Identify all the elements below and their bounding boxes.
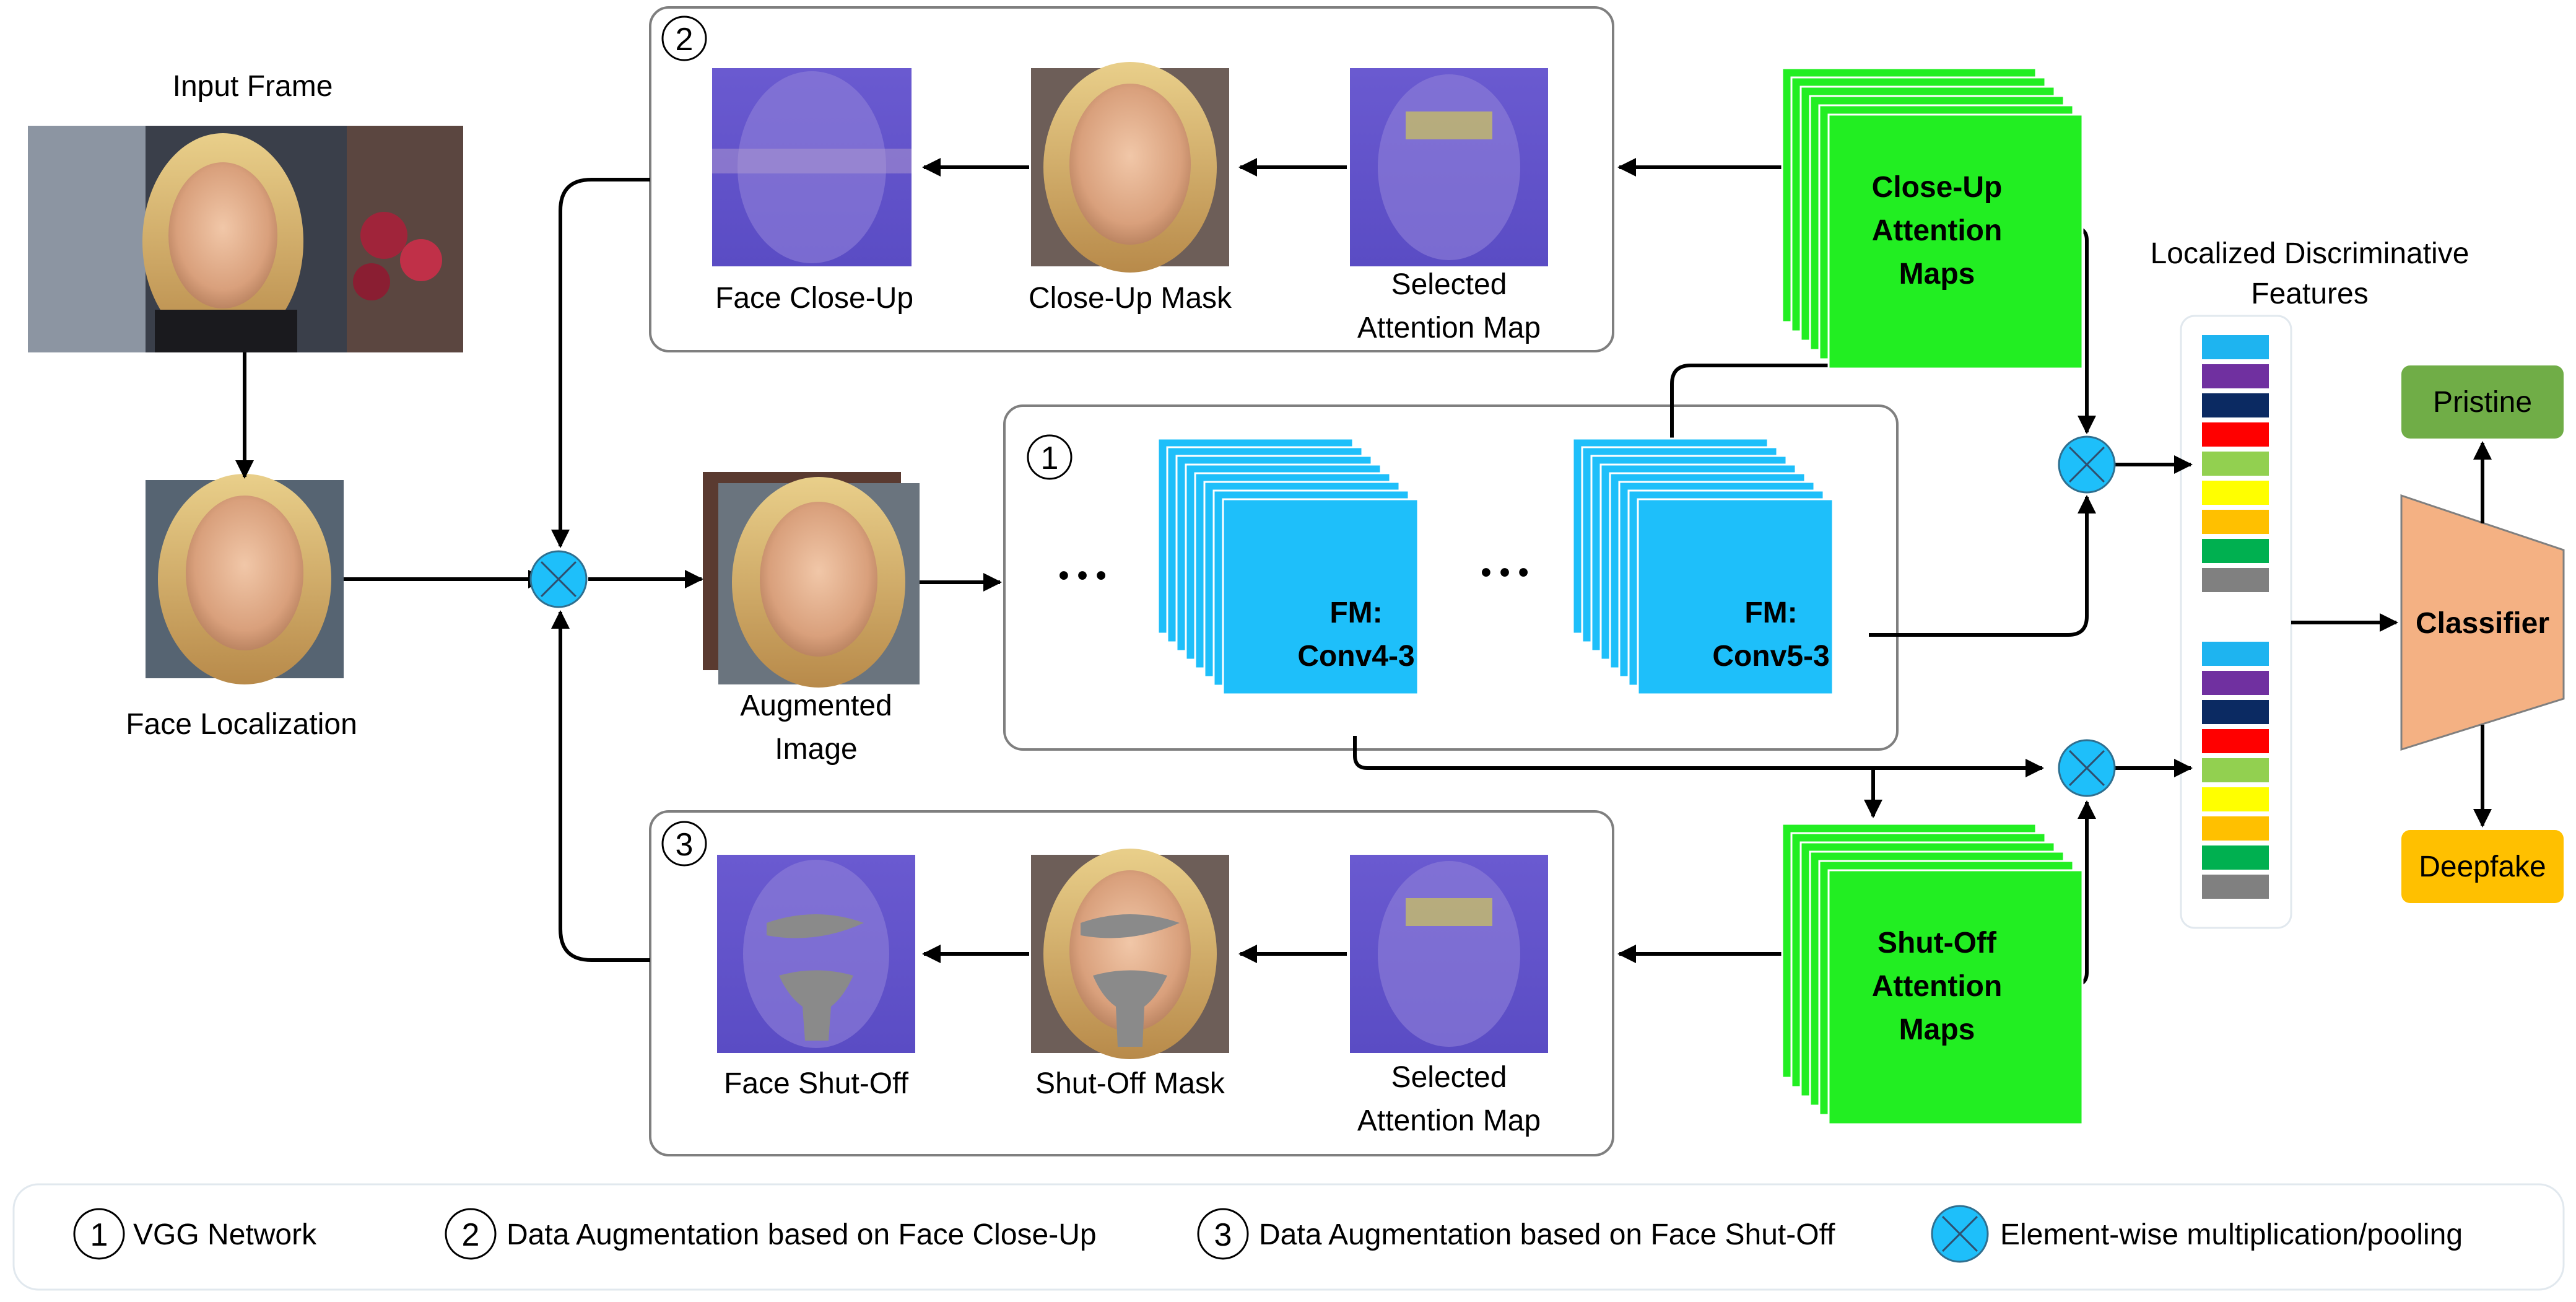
localized-features-label-2: Features: [2251, 277, 2368, 310]
feature-vector-cell: [2201, 786, 2270, 813]
closeup-attention-label-3: Maps: [1899, 258, 1975, 291]
feature-map-stack-conv4-3: [1157, 437, 1419, 696]
fm-conv5-label-2: Conv5-3: [1712, 640, 1829, 673]
input-frame-label: Input Frame: [173, 70, 333, 103]
legend-number-2: 2: [462, 1217, 480, 1253]
feature-vector-cell: [2201, 640, 2270, 667]
step-1-badge: [1027, 434, 1073, 480]
conv5-feature-map-layer: [1637, 498, 1834, 696]
shutoff-attention-label-2: Attention: [1872, 970, 2003, 1003]
augmented-image-label-2: Image: [775, 733, 857, 766]
face-localization-image: [146, 474, 344, 684]
selected-attention-map-top-image: [1350, 68, 1548, 266]
multiplication-nodes: [529, 435, 2116, 797]
feature-vector-cell: [2201, 509, 2270, 535]
deepfake-label: Deepfake: [2419, 850, 2546, 883]
closeup-attention-label-1: Close-Up: [1872, 171, 2003, 204]
legend-vgg-network: VGG Network: [133, 1218, 317, 1251]
step-3-number: 3: [676, 827, 694, 863]
feature-map-stack-conv5-3: [1572, 437, 1834, 696]
conv4-feature-map-layer: [1222, 498, 1419, 696]
legend-multiplication-icon: [1931, 1205, 1989, 1263]
face-closeup-label: Face Close-Up: [715, 282, 913, 315]
localized-features-label-1: Localized Discriminative: [2151, 237, 2469, 270]
fm-conv4-label-1: FM:: [1329, 596, 1382, 629]
legend-badge-1: [73, 1208, 125, 1260]
feature-vector-cell: [2201, 670, 2270, 696]
feature-vector-cell: [2201, 844, 2270, 871]
feature-vector-cell: [2201, 334, 2270, 360]
multiply-node-augmentation-cross: [541, 561, 577, 597]
feature-vector-cell: [2201, 757, 2270, 784]
feature-vector-shutoff: [2201, 640, 2270, 900]
multiply-node-shutoff-cross: [2069, 750, 2105, 786]
closeup-attention-label-2: Attention: [1872, 214, 2003, 247]
fm-conv5-label-1: FM:: [1744, 596, 1797, 629]
feature-vector-closeup: [2201, 334, 2270, 593]
augmented-image: [703, 472, 920, 688]
legend-closeup-augmentation: Data Augmentation based on Face Close-Up: [507, 1218, 1097, 1251]
step-2-badge: [661, 15, 707, 61]
feature-vector-cell: [2201, 699, 2270, 725]
legend-badge-3: [1197, 1208, 1249, 1260]
feature-vector-cell: [2201, 450, 2270, 477]
face-closeup-image: [712, 68, 912, 266]
pristine-output-box: [2401, 365, 2564, 439]
feature-vector-cell: [2201, 815, 2270, 842]
legend-multiply-node-cross: [1942, 1216, 1978, 1252]
input-frame-image: [28, 126, 463, 352]
legend-shutoff-augmentation: Data Augmentation based on Face Shut-Off: [1259, 1218, 1835, 1251]
shutoff-mask-image: [1031, 849, 1229, 1059]
shutoff-attention-map-layer: [1827, 869, 2084, 1125]
connector-arrows: [235, 158, 2492, 987]
layers-ellipsis-left: • • •: [1058, 559, 1106, 592]
classifier-shape: [2400, 494, 2565, 751]
shutoff-attention-label-1: Shut-Off: [1878, 927, 1997, 959]
legend-box: [12, 1183, 2565, 1291]
face-localization-label: Face Localization: [126, 708, 357, 741]
classifier-label: Classifier: [2416, 607, 2549, 640]
face-shutoff-label: Face Shut-Off: [724, 1067, 909, 1100]
step-2-number: 2: [676, 22, 694, 58]
shutoff-attention-maps-stack: [1781, 823, 2084, 1125]
pristine-label: Pristine: [2433, 386, 2532, 419]
feature-vector-cell: [2201, 421, 2270, 448]
legend-number-3: 3: [1214, 1217, 1232, 1253]
feature-vector-cell: [2201, 567, 2270, 593]
legend-badge-2: [445, 1208, 497, 1260]
feature-vector-cell: [2201, 363, 2270, 390]
closeup-attention-maps-stack: [1781, 67, 2084, 370]
shutoff-mask-label: Shut-Off Mask: [1035, 1067, 1225, 1100]
step-1-number: 1: [1041, 440, 1059, 476]
shutoff-attention-label-3: Maps: [1899, 1013, 1975, 1046]
feature-vector-cell: [2201, 479, 2270, 506]
legend-number-1: 1: [90, 1217, 108, 1253]
augmented-image-label-1: Augmented: [740, 689, 892, 722]
feature-vector-cell: [2201, 392, 2270, 419]
selected-attention-map-bottom-image: [1350, 855, 1548, 1053]
feature-vector-cell: [2201, 728, 2270, 754]
closeup-mask-image: [1031, 62, 1229, 273]
selected-attention-map-top-label-1: Selected: [1391, 268, 1507, 301]
selected-attention-map-bottom-label-1: Selected: [1391, 1061, 1507, 1094]
multiply-node-closeup-cross: [2069, 447, 2105, 483]
deepfake-output-box: [2401, 830, 2564, 903]
fm-conv4-label-2: Conv4-3: [1297, 640, 1414, 673]
closeup-attention-map-layer: [1827, 113, 2084, 370]
step-3-badge: [661, 821, 707, 867]
feature-vector-cell: [2201, 873, 2270, 900]
selected-attention-map-bottom-label-2: Attention Map: [1357, 1104, 1541, 1137]
legend-multiplication: Element-wise multiplication/pooling: [2000, 1218, 2463, 1251]
layers-ellipsis-right: • • •: [1481, 556, 1528, 589]
face-shutoff-image: [717, 855, 915, 1053]
feature-vector-cell: [2201, 538, 2270, 564]
selected-attention-map-top-label-2: Attention Map: [1357, 312, 1541, 344]
closeup-mask-label: Close-Up Mask: [1029, 282, 1232, 315]
